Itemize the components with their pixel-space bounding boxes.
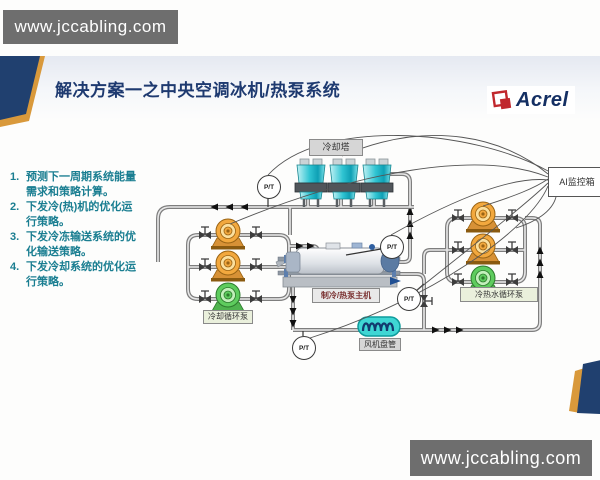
step-4: 4. 下发冷却系统的优化运行策略。 [10, 261, 136, 288]
step-1: 1. 预测下一周期系统能量需求和策略计算。 [10, 171, 136, 198]
page-title: 解决方案一之中央空调冰机/热泵系统 [55, 81, 341, 100]
step-3: 3. 下发冷冻输送系统的优化输送策略。 [10, 231, 136, 258]
pt-sensor-return: P/T [292, 336, 316, 360]
acrel-logo-text: Acrel [516, 88, 569, 111]
watermark-bottom: www.jccabling.com [410, 440, 592, 476]
acrel-logo: Acrel [487, 86, 575, 114]
label-chw-pump: 冷热水循环泵 [460, 287, 538, 302]
step-2: 2. 下发冷(热)机的优化运行策略。 [10, 201, 133, 228]
corner-decoration-bottom-right [569, 360, 600, 414]
fan-coil [357, 316, 401, 337]
pt-sensor-tower: P/T [257, 175, 281, 199]
pt-sensor-chw-supply: P/T [397, 287, 421, 311]
label-fan-coil: 风机盘管 [359, 338, 401, 351]
watermark-top: www.jccabling.com [3, 10, 178, 44]
ai-monitoring-box: AI监控箱 [548, 167, 600, 197]
acrel-logo-icon [491, 90, 512, 110]
strategy-steps: 1. 预测下一周期系统能量需求和策略计算。 2. 下发冷(热)机的优化运行策略。… [10, 170, 170, 290]
chiller-unit [275, 242, 401, 288]
label-cooling-pump: 冷却循环泵 [203, 310, 253, 324]
label-cooling-tower: 冷却塔 [309, 139, 363, 156]
corner-decoration-top-left [0, 56, 45, 127]
pt-sensor-chiller-top: P/T [380, 235, 404, 259]
label-chiller-unit: 制冷/热泵主机 [312, 288, 380, 303]
